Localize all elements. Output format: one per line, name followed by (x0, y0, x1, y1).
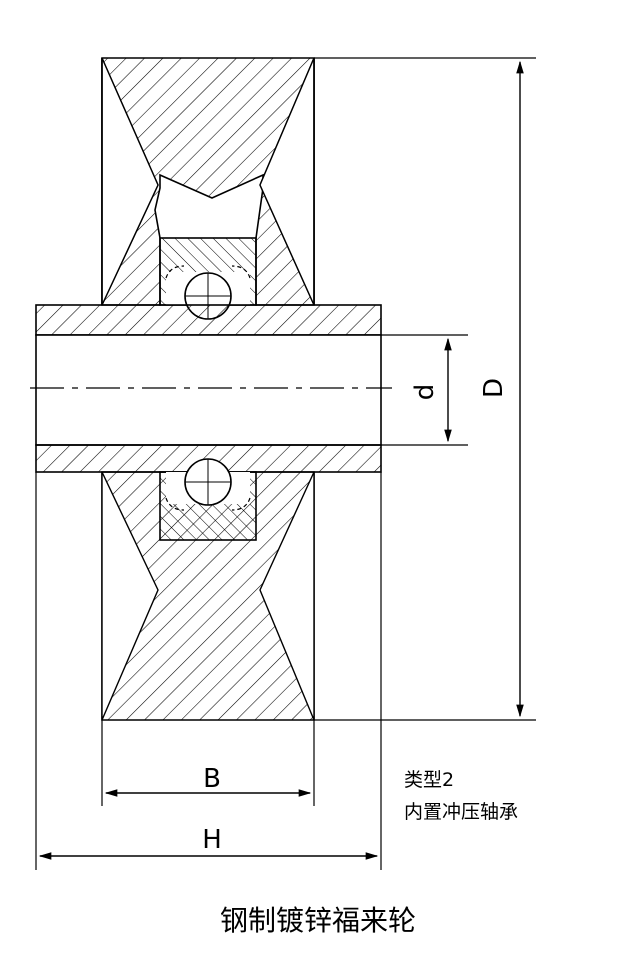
drawing-caption: 钢制镀锌福来轮 (220, 904, 416, 937)
upper-wheel-section (101, 57, 315, 320)
lower-groove-cut (101, 471, 159, 721)
dimension-B: B (101, 720, 315, 806)
lower-wheel-section (101, 458, 315, 721)
dimension-H: H (35, 472, 382, 870)
hub-bore (35, 334, 382, 446)
dimension-D: D (314, 57, 536, 721)
hub-top-wall (35, 304, 382, 336)
hub-sleeve (30, 304, 392, 473)
dimension-H-label: H (202, 825, 222, 855)
dimension-d: d (381, 334, 468, 446)
dimension-D-label: D (479, 378, 509, 398)
note-type: 类型2 (404, 769, 454, 791)
dimension-d-label: d (410, 384, 440, 401)
dimension-B-label: B (203, 764, 221, 794)
note-bearing: 内置冲压轴承 (404, 801, 518, 823)
lower-groove-cut-right (259, 471, 315, 721)
